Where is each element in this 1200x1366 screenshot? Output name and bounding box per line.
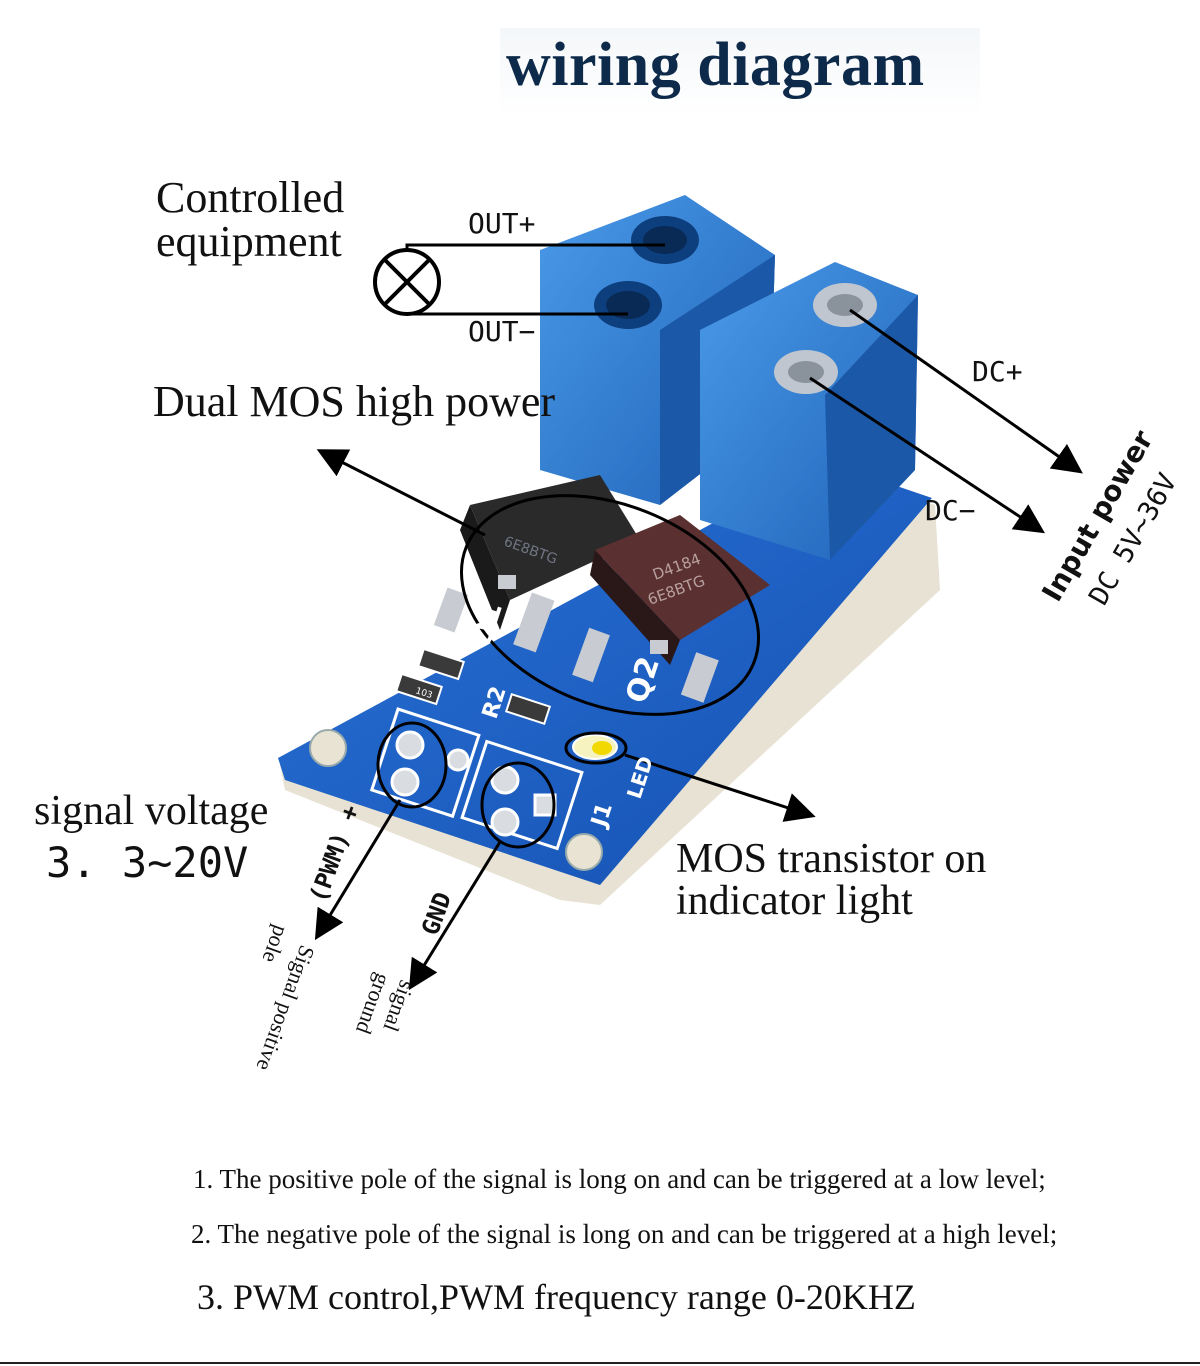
- pcb-board: [278, 462, 940, 905]
- note-2: 2. The negative pole of the signal is lo…: [191, 1219, 1058, 1249]
- dc-plus-label: DC+: [972, 355, 1023, 388]
- bottom-divider: [0, 1362, 1200, 1364]
- mount-hole-right: [565, 833, 603, 871]
- resistor-r1: [416, 647, 466, 681]
- controlled-equipment-label-2: equipment: [156, 217, 342, 266]
- note-3: 3. PWM control,PWM frequency range 0-20K…: [197, 1277, 916, 1317]
- led-arrow: [624, 753, 816, 822]
- pin-pwm-plus-a: [395, 730, 425, 760]
- controlled-equipment-label-1: Controlled: [156, 173, 345, 222]
- out-plus-wire: [405, 243, 665, 250]
- out-minus-label: OUT−: [468, 315, 536, 348]
- silk-r1: R1: [374, 635, 408, 673]
- dc-minus-arrow: [809, 376, 1046, 534]
- dual-mos-label: Dual MOS high power: [153, 377, 556, 426]
- mount-hole-left: [309, 729, 347, 767]
- dual-mos-arrow: [316, 449, 486, 537]
- dc-minus-label: DC−: [925, 494, 976, 527]
- mosfet-q2: [572, 515, 770, 703]
- mos-indicator-label-2: indicator light: [676, 878, 913, 924]
- pin-pwm-plus-b: [390, 767, 420, 797]
- note-1: 1. The positive pole of the signal is lo…: [193, 1164, 1046, 1194]
- resistor-r3: [394, 672, 444, 706]
- gnd-pin-highlight: [480, 761, 556, 849]
- out-plus-label: OUT+: [468, 207, 536, 240]
- title-background: [500, 28, 980, 116]
- page-title: wiring diagram: [506, 31, 925, 99]
- resistor-r2: [504, 693, 552, 725]
- mosfet-highlight-ellipse: [459, 494, 761, 716]
- lamp-symbol-icon: [373, 248, 441, 316]
- led-highlight: [564, 731, 628, 765]
- gnd-arrow: [408, 841, 502, 991]
- pwm-pin-highlight: [376, 721, 448, 809]
- signal-range-label: 3. 3~20V: [46, 838, 249, 887]
- dc-plus-arrow: [849, 308, 1083, 474]
- pwm-arrow: [314, 799, 402, 941]
- signal-voltage-label: signal voltage: [34, 788, 269, 834]
- pin-gnd-b: [490, 807, 520, 837]
- mos-indicator-label-1: MOS transistor on: [676, 836, 987, 882]
